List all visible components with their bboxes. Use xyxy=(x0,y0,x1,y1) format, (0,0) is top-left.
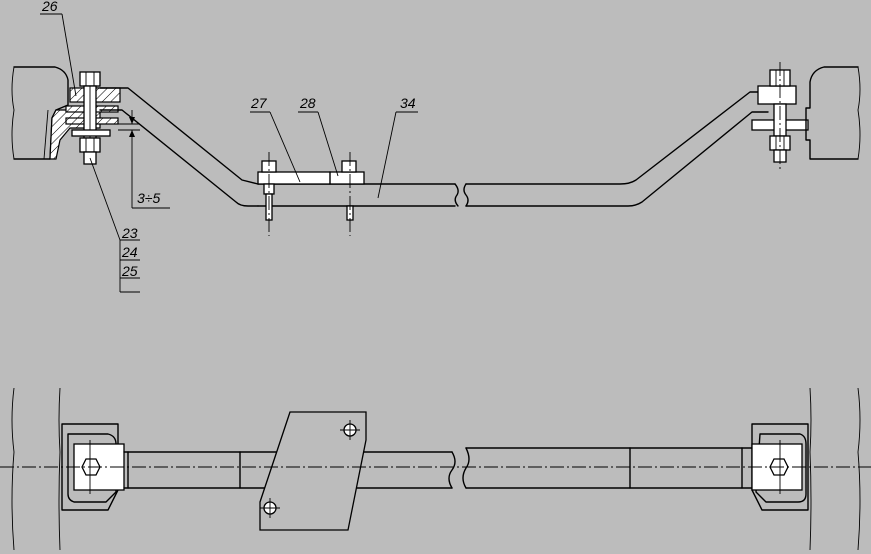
callout-26-label: 26 xyxy=(41,0,58,14)
callout-27: 27 xyxy=(250,95,301,183)
callout-34-label: 34 xyxy=(400,95,416,111)
plan-view xyxy=(0,387,871,551)
callout-24-label: 24 xyxy=(121,244,138,260)
callout-28-label: 28 xyxy=(299,95,316,111)
rod-right-half xyxy=(463,91,769,207)
callout-23-25: 23 24 25 xyxy=(89,157,140,293)
callout-26: 26 xyxy=(40,0,77,97)
callout-34: 34 xyxy=(377,95,418,199)
plan-right-wall xyxy=(809,387,861,551)
callout-28: 28 xyxy=(298,95,339,177)
callout-25-label: 25 xyxy=(121,263,138,279)
callout-27-label: 27 xyxy=(250,95,268,111)
plan-clamp-plate xyxy=(259,411,367,531)
callout-23-label: 23 xyxy=(121,225,138,241)
plan-rod xyxy=(123,447,753,489)
plan-left-wall xyxy=(11,387,61,551)
clamp-plates xyxy=(257,152,365,236)
left-bolt xyxy=(71,71,111,165)
right-bracket xyxy=(751,62,809,172)
side-view: 3÷5 26 27 28 34 xyxy=(11,0,861,293)
gap-dimension: 3÷5 xyxy=(118,110,170,209)
right-wall xyxy=(805,66,861,160)
gap-dimension-label: 3÷5 xyxy=(137,190,160,206)
